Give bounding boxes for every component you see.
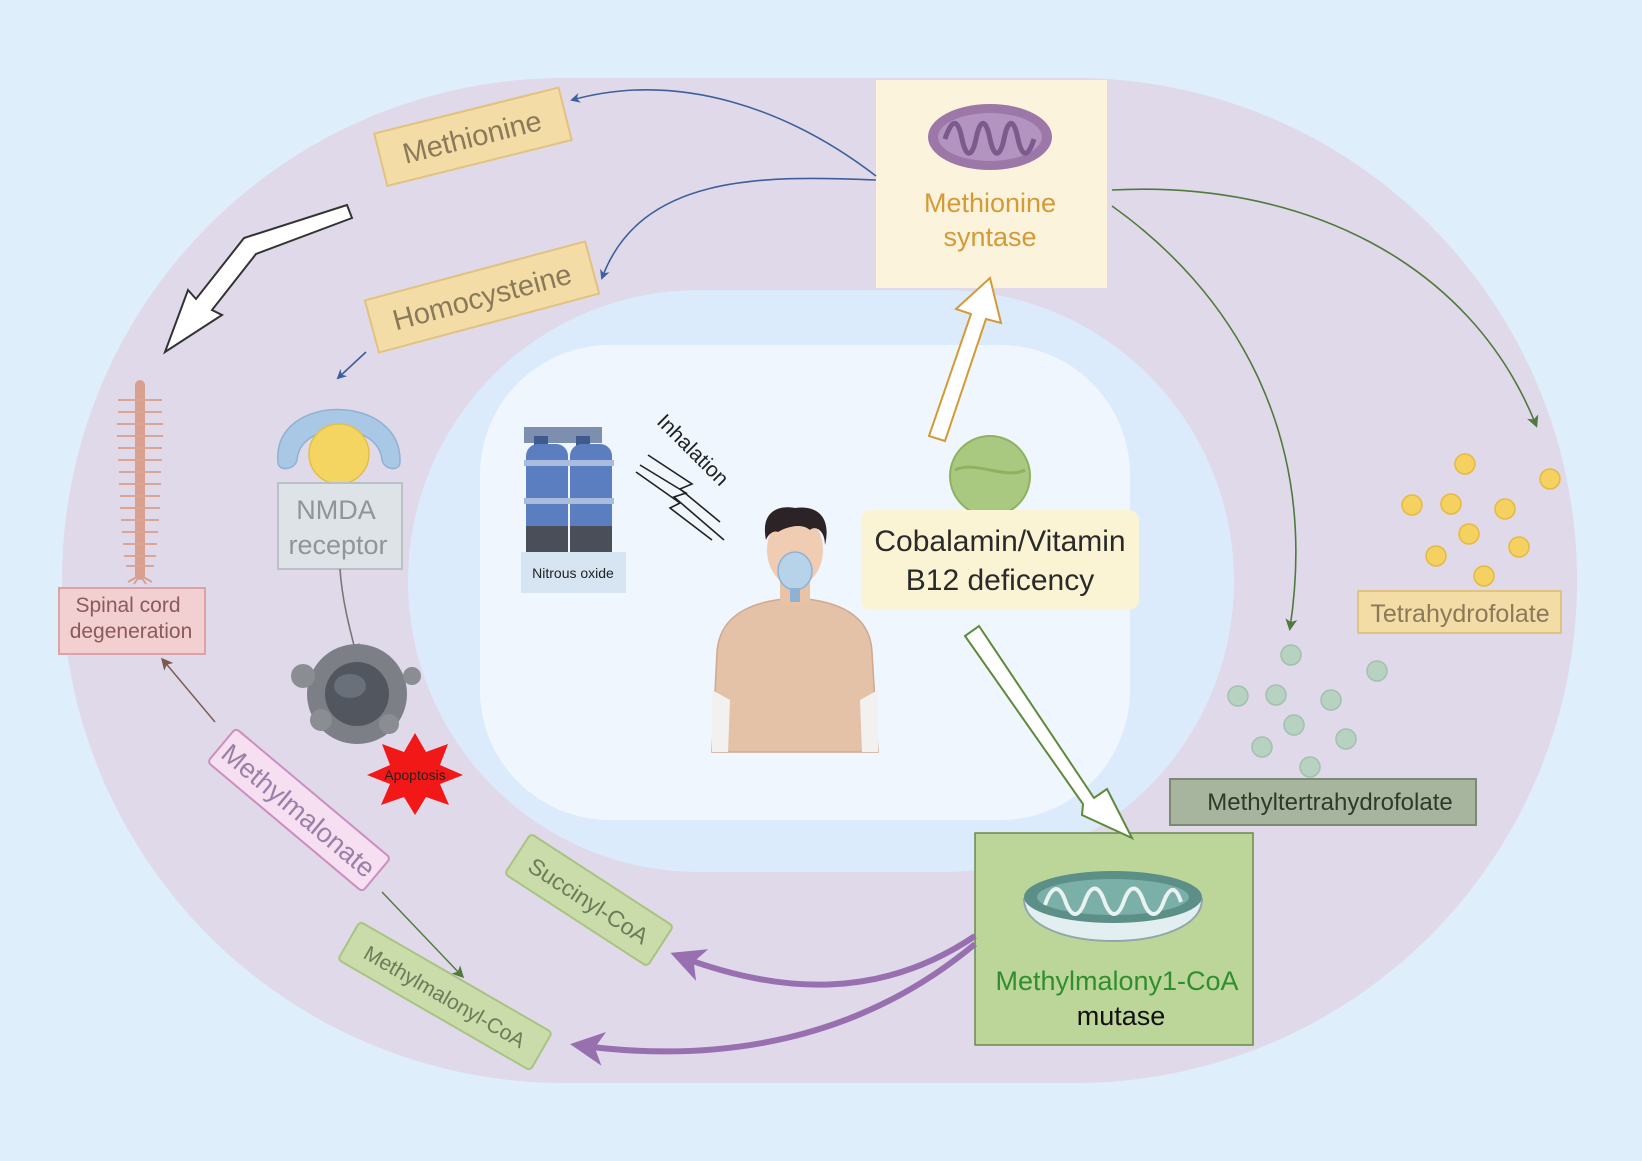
arrow-to-homocysteine bbox=[600, 177, 877, 280]
arrow-to-methylmalonyl-coa-from-mutase bbox=[570, 941, 977, 1066]
apoptotic-cell-icon bbox=[291, 644, 421, 744]
nmda-label-2: receptor bbox=[288, 530, 387, 560]
nitrous-oxide-box: Nitrous oxide bbox=[521, 552, 626, 593]
arrow-to-methyltetrahydrofolate bbox=[1111, 205, 1298, 631]
b12-label-2: B12 deficency bbox=[906, 564, 1094, 597]
spinal-cord-label-1: Spinal cord bbox=[75, 594, 180, 617]
person-with-mask-icon bbox=[711, 507, 879, 753]
nitrous-oxide-tanks-icon bbox=[524, 427, 614, 552]
big-white-arrow-to-spinal bbox=[163, 203, 354, 355]
mutase-label-1: Methylmalony1-CoA bbox=[995, 966, 1238, 996]
mutase-label-2: mutase bbox=[1077, 1001, 1166, 1031]
inhalation-lightning-icon bbox=[635, 454, 725, 541]
arrow-to-tetrahydrofolate bbox=[1111, 188, 1539, 428]
methionine-syntase-box: Methionine syntase bbox=[876, 80, 1107, 288]
methyltetrahydrofolate-box: Methyltertrahydrofolate bbox=[1169, 778, 1477, 826]
spinal-cord-degeneration-box: Spinal cord degeneration bbox=[58, 587, 206, 655]
nmda-label-1: NMDA bbox=[296, 495, 376, 525]
arrow-to-methionine bbox=[570, 89, 877, 177]
mutase-box: Methylmalony1-CoA mutase bbox=[974, 832, 1254, 1046]
arrow-homocysteine-to-nmda bbox=[336, 351, 367, 380]
methyltetrahydrofolate-label: Methyltertrahydrofolate bbox=[1207, 789, 1452, 816]
tetrahydrofolate-dots bbox=[1401, 453, 1561, 587]
spinal-cord-icon bbox=[117, 380, 163, 585]
apoptosis-label: Apoptosis bbox=[384, 767, 445, 783]
methyltetrahydrofolate-dots bbox=[1227, 644, 1388, 778]
tetrahydrofolate-box: Tetrahydrofolate bbox=[1357, 590, 1562, 634]
methionine-syntase-label-1: Methionine bbox=[924, 188, 1056, 218]
big-white-arrow-to-syntase bbox=[927, 276, 1003, 443]
tetrahydrofolate-label: Tetrahydrofolate bbox=[1370, 600, 1549, 628]
spinal-cord-label-2: degeneration bbox=[70, 620, 193, 643]
mitochondrion-icon bbox=[928, 104, 1052, 170]
arrow-to-succinyl-coa bbox=[670, 933, 977, 988]
b12-label-1: Cobalamin/Vitamin bbox=[874, 525, 1125, 558]
methionine-syntase-label-2: syntase bbox=[943, 222, 1036, 252]
b12-deficiency-box: Cobalamin/Vitamin B12 deficency bbox=[861, 510, 1139, 610]
nmda-receptor-box: NMDA receptor bbox=[277, 482, 403, 570]
big-white-arrow-to-mutase bbox=[963, 624, 1135, 841]
nitrous-oxide-label: Nitrous oxide bbox=[532, 565, 614, 581]
arrow-to-methylmalonyl-coa bbox=[381, 891, 465, 979]
mitochondrion-icon bbox=[1022, 871, 1204, 942]
arrow-to-spinal-cord bbox=[161, 657, 216, 723]
apoptosis-burst: Apoptosis bbox=[367, 733, 463, 815]
vitamin-pill-icon bbox=[949, 435, 1031, 517]
nmda-receptor-icon bbox=[277, 408, 401, 485]
